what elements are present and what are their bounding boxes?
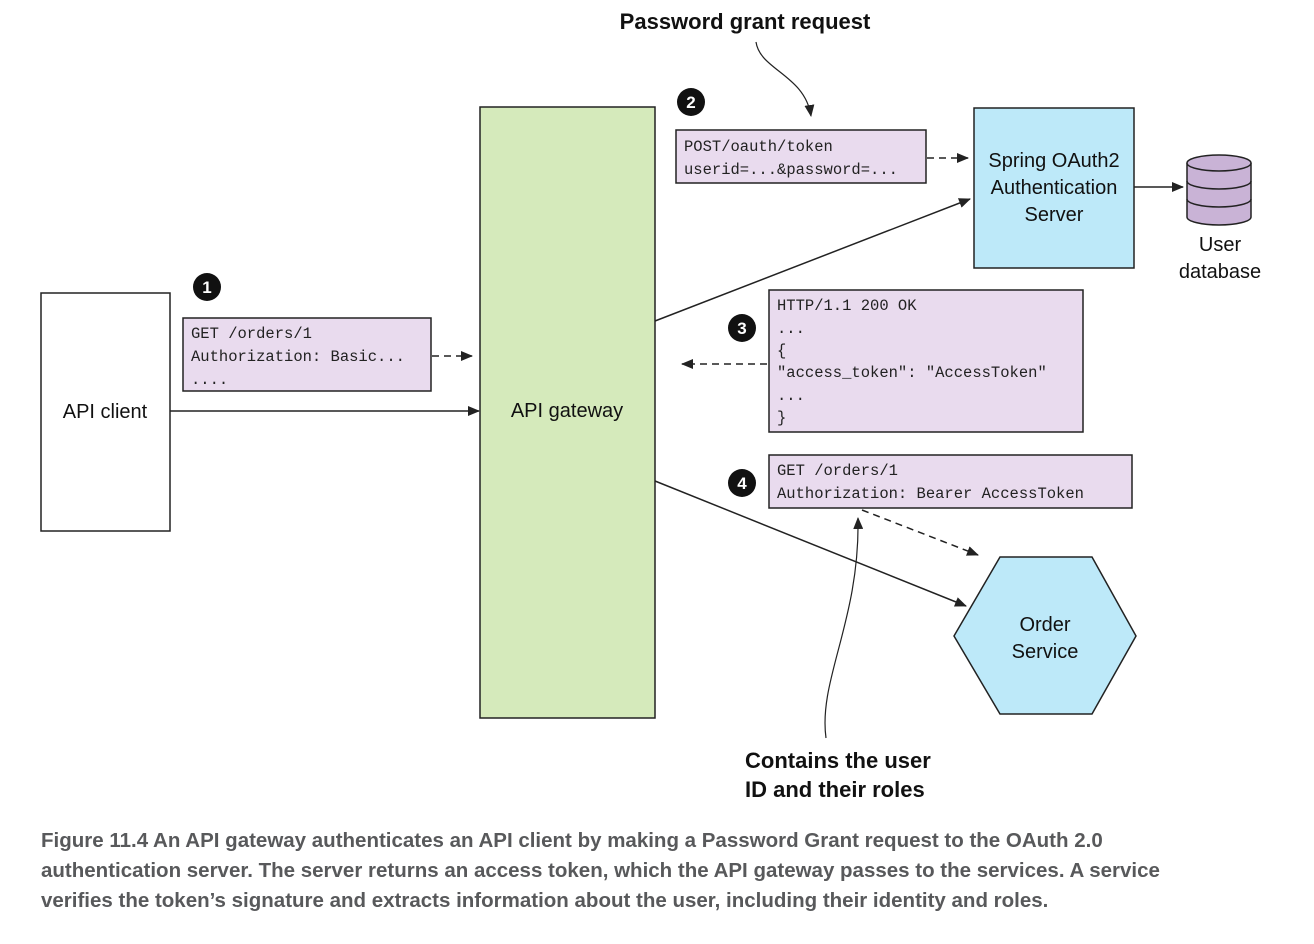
contains-user-annotation-2: ID and their roles	[745, 777, 925, 802]
auth-server-label-1: Spring OAuth2	[988, 150, 1119, 172]
step3-message: HTTP/1.1 200 OK ... { "access_token": "A…	[768, 289, 1084, 433]
database-icon	[1186, 154, 1252, 226]
api-gateway-node: API gateway	[479, 106, 656, 719]
step1-message: GET /orders/1 Authorization: Basic... ..…	[182, 317, 432, 392]
step3-line: {	[777, 342, 786, 360]
order-service-label-2: Service	[1012, 641, 1079, 663]
step4-dashed-arrow	[861, 509, 979, 556]
step2-number: 2	[686, 93, 695, 112]
gateway-to-auth-arrow	[654, 198, 971, 322]
step2-line: userid=...&password=...	[684, 161, 898, 179]
order-service-node: Order Service	[953, 556, 1137, 715]
step1-line: Authorization: Basic...	[191, 348, 405, 366]
order-service-label-1: Order	[1019, 614, 1070, 636]
step2-marker: 2	[677, 88, 705, 116]
step1-line: GET /orders/1	[191, 325, 312, 343]
caption-line: verifies the token’s signature and extra…	[41, 889, 1049, 912]
user-database-node: User database	[1179, 154, 1261, 283]
caption-line: Figure 11.4 An API gateway authenticates…	[41, 829, 1103, 852]
step3-line: ...	[777, 320, 805, 338]
step3-marker: 3	[728, 314, 756, 342]
api-client-label: API client	[63, 401, 148, 423]
api-gateway-label: API gateway	[511, 400, 623, 422]
contains-user-callout-arrow	[824, 517, 864, 739]
password-grant-annotation: Password grant request	[620, 9, 871, 34]
user-database-label-1: User	[1199, 234, 1242, 256]
step3-line: HTTP/1.1 200 OK	[777, 297, 917, 315]
step4-marker: 4	[728, 469, 756, 497]
step3-line: ...	[777, 387, 805, 405]
step3-line: "access_token": "AccessToken"	[777, 364, 1047, 382]
password-grant-callout-arrow	[755, 41, 815, 117]
step4-line: Authorization: Bearer AccessToken	[777, 485, 1084, 503]
contains-user-annotation-1: Contains the user	[745, 748, 931, 773]
caption-line: authentication server. The server return…	[41, 859, 1160, 882]
auth-server-label-2: Authentication	[991, 177, 1118, 199]
step1-line: ....	[191, 371, 228, 389]
step1-number: 1	[202, 278, 211, 297]
auth-server-label-3: Server	[1025, 204, 1084, 226]
api-client-node: API client	[40, 292, 171, 532]
step2-message: POST/oauth/token userid=...&password=...	[675, 129, 927, 184]
step3-number: 3	[737, 319, 746, 338]
step4-number: 4	[737, 474, 747, 493]
figure-caption: Figure 11.4 An API gateway authenticates…	[41, 826, 1281, 916]
gateway-to-order-arrow	[654, 480, 967, 607]
auth-server-node: Spring OAuth2 Authentication Server	[973, 107, 1135, 269]
step4-message: GET /orders/1 Authorization: Bearer Acce…	[768, 454, 1133, 509]
step2-line: POST/oauth/token	[684, 138, 833, 156]
user-database-label-2: database	[1179, 261, 1261, 283]
step4-line: GET /orders/1	[777, 462, 898, 480]
step1-marker: 1	[193, 273, 221, 301]
step3-line: }	[777, 409, 786, 427]
